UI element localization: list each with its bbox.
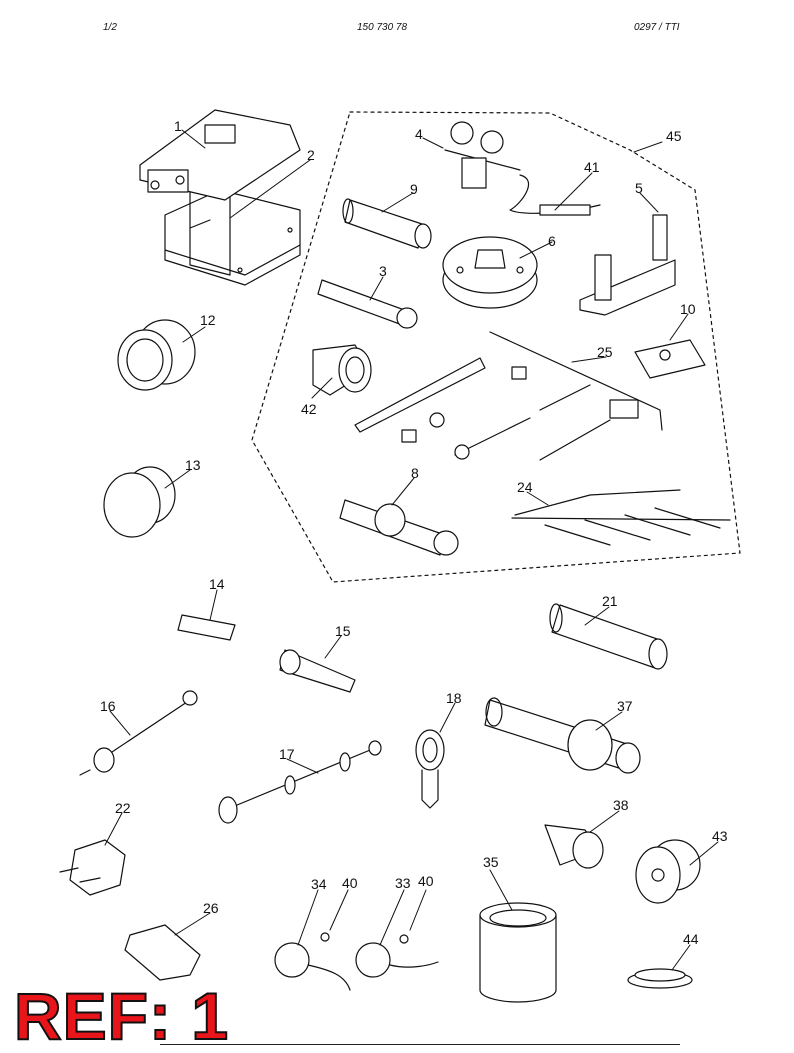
- label-24: 24: [517, 479, 533, 495]
- part-43-nut: [635, 839, 701, 904]
- label-1: 1: [174, 118, 182, 134]
- footer-rule: [160, 1044, 680, 1045]
- part-5-bracket: [579, 214, 676, 316]
- part-9-cylinder: [342, 198, 432, 249]
- document-number: 150 730 78: [357, 22, 408, 33]
- part-40-oring-2: [399, 934, 409, 944]
- label-40b: 40: [418, 873, 434, 889]
- label-34: 34: [311, 876, 327, 892]
- label-44: 44: [683, 931, 699, 947]
- label-3: 3: [379, 263, 387, 279]
- label-18: 18: [446, 690, 462, 706]
- part-3-rod: [317, 279, 418, 329]
- label-6: 6: [548, 233, 556, 249]
- part-42-sleeve: [312, 344, 372, 396]
- label-14: 14: [209, 576, 225, 592]
- label-45: 45: [666, 128, 682, 144]
- part-1-2-stand: [139, 109, 301, 286]
- label-17: 17: [279, 746, 295, 762]
- part-38-bushing: [544, 824, 604, 869]
- part-10-plate: [634, 339, 706, 379]
- part-40-oring-1: [320, 932, 330, 942]
- part-44-washer: [627, 968, 693, 989]
- label-41: 41: [584, 159, 600, 175]
- label-37: 37: [617, 698, 633, 714]
- part-16-bolt: [79, 690, 198, 776]
- label-21: 21: [602, 593, 618, 609]
- part-35-cup: [479, 902, 557, 1003]
- label-10: 10: [680, 301, 696, 317]
- kit-boundary: [251, 111, 741, 583]
- label-8: 8: [411, 465, 419, 481]
- label-38: 38: [613, 797, 629, 813]
- label-25: 25: [597, 344, 613, 360]
- label-4: 4: [415, 126, 423, 142]
- label-35: 35: [483, 854, 499, 870]
- part-15-pin: [279, 649, 356, 693]
- label-12: 12: [200, 312, 216, 328]
- label-26: 26: [203, 900, 219, 916]
- label-42: 42: [301, 401, 317, 417]
- part-4-regulator: [444, 121, 601, 216]
- part-13-cap: [103, 466, 176, 538]
- ref-label: REF: 1: [13, 979, 230, 1053]
- label-13: 13: [185, 457, 201, 473]
- part-25-tools: [354, 331, 663, 461]
- part-17-bolt: [218, 740, 382, 824]
- leader-lines: [104, 129, 719, 971]
- label-9: 9: [410, 181, 418, 197]
- label-43: 43: [712, 828, 728, 844]
- label-15: 15: [335, 623, 351, 639]
- page-number: 1/2: [103, 22, 117, 33]
- part-26-hexbar: [124, 924, 201, 981]
- label-33: 33: [395, 875, 411, 891]
- part-24-picks: [511, 489, 731, 546]
- part-22-block: [59, 839, 126, 896]
- part-number-labels: 1 2 3 4 5 6 8 9 10 12 13 14 15 16 17 18 …: [100, 118, 728, 947]
- part-34-gauge: [274, 942, 351, 991]
- part-6-disc: [442, 236, 538, 309]
- label-40a: 40: [342, 875, 358, 891]
- label-22: 22: [115, 800, 131, 816]
- part-8-shaft: [339, 499, 459, 556]
- part-37-tube: [484, 697, 641, 774]
- part-33-gauge: [355, 942, 439, 978]
- label-5: 5: [635, 180, 643, 196]
- part-14-pin: [177, 614, 236, 641]
- part-18-eyebolt: [415, 729, 445, 809]
- revision-code: 0297 / TTI: [634, 22, 680, 33]
- part-12-ring: [117, 319, 196, 391]
- label-2: 2: [307, 147, 315, 163]
- label-16: 16: [100, 698, 116, 714]
- part-21-tube: [549, 603, 668, 670]
